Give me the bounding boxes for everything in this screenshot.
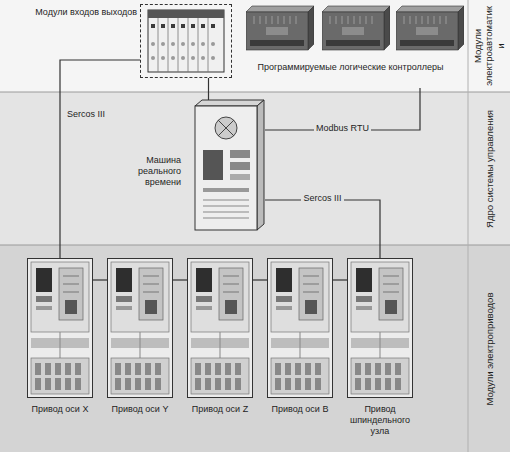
device-label: Программируемые логические контроллеры <box>236 62 465 73</box>
device-label: Привод оси Z <box>187 404 253 415</box>
band-divider <box>0 245 510 246</box>
device-label: Привод оси X <box>27 404 93 415</box>
band-heading: Ядро системы управления <box>469 96 509 241</box>
bus-label: Sercos III <box>65 109 107 120</box>
bus-line <box>93 279 107 280</box>
bus-line <box>60 60 140 258</box>
column-divider <box>468 0 469 452</box>
device-label: Привод шпиндельного узла <box>347 404 413 436</box>
drive-unit <box>188 259 253 398</box>
drive-unit <box>108 259 173 398</box>
plc-unit <box>396 6 464 50</box>
device-label: Машина реального времени <box>119 155 181 187</box>
drive-unit <box>268 259 333 398</box>
drive-unit <box>28 259 93 398</box>
bus-line <box>265 88 420 130</box>
realtime-machine-picture <box>195 100 264 230</box>
bus-line <box>173 279 187 280</box>
device-label: Модули входов выходов <box>17 7 137 18</box>
band-heading: Модули электроавтоматики <box>469 4 509 88</box>
bus-line <box>265 200 380 258</box>
io-module-picture <box>148 10 224 72</box>
band-heading: Модули электроприводов <box>469 249 509 448</box>
bus-line <box>253 279 267 280</box>
plc-picture <box>246 6 464 50</box>
drive-pictures <box>28 259 413 398</box>
bus-line <box>208 78 209 100</box>
device-label: Привод оси Y <box>107 404 173 415</box>
drive-unit <box>348 259 413 398</box>
bus-label: Sercos III <box>301 193 343 204</box>
band-divider <box>0 92 510 93</box>
plc-unit <box>322 6 390 50</box>
bus-line <box>333 279 347 280</box>
plc-unit <box>246 6 314 50</box>
device-label: Привод оси B <box>267 404 333 415</box>
bus-label: Modbus RTU <box>314 123 371 134</box>
